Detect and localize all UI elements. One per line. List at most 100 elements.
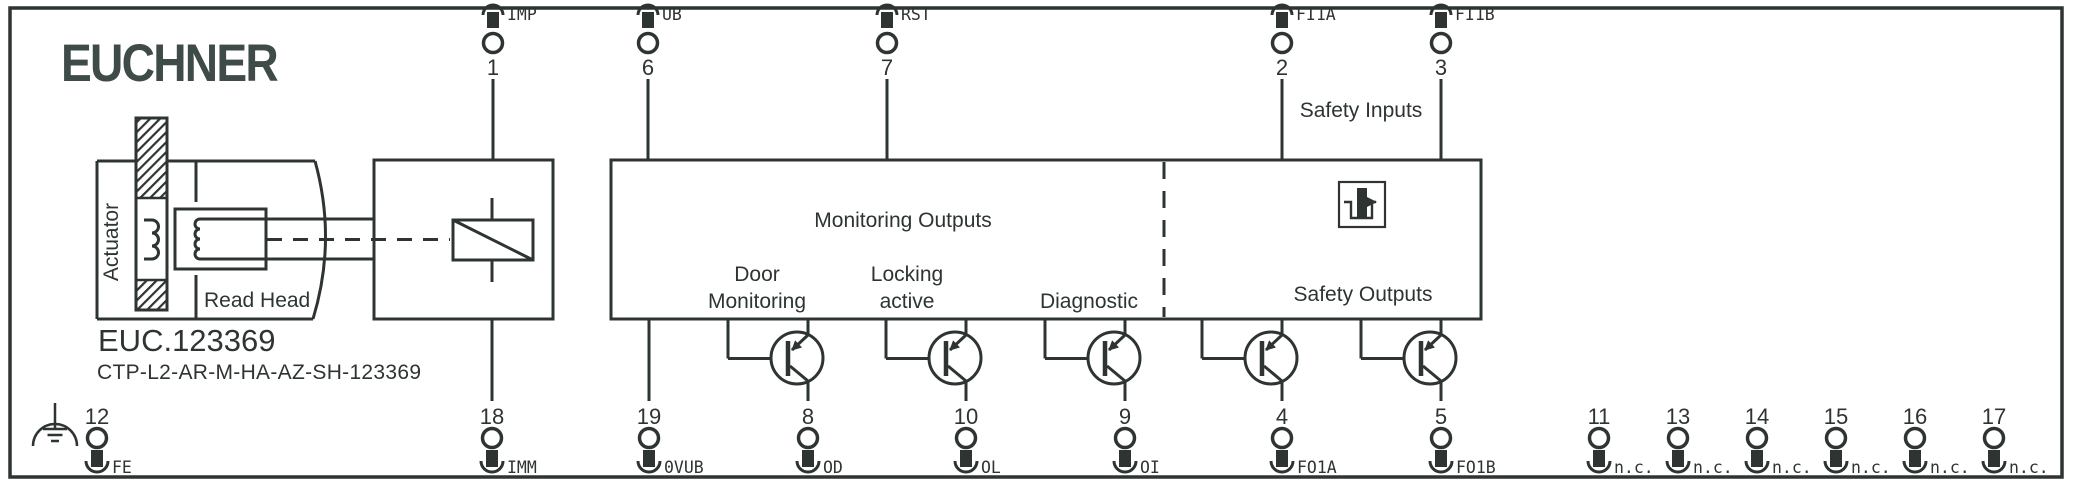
pulse-signal-icon: [1337, 180, 1387, 229]
plug-arc-icon: [1429, 3, 1453, 16]
plug-pin-icon: [802, 450, 814, 467]
locking-active-label-line1: Locking: [871, 263, 943, 286]
terminal-signal-label: OI: [1140, 458, 1160, 477]
plug-pin-icon: [1119, 450, 1131, 467]
terminal-signal-label: FE: [112, 458, 132, 477]
plug-pin-icon: [91, 450, 103, 467]
terminal-bottom-od: 8OD: [726, 319, 843, 477]
plug-arc-icon: [636, 460, 662, 474]
plug-pin-icon: [642, 12, 654, 28]
electronics-box: Monitoring OutputsDoorMonitoringLockinga…: [609, 99, 1483, 321]
terminal-circle: [1587, 426, 1611, 450]
terminal-bottom-nc: 15 n.c.: [1823, 404, 1891, 477]
terminal-circle: [796, 426, 820, 450]
terminal-number: 3: [1435, 55, 1447, 80]
terminal-circle: [1429, 426, 1453, 450]
terminal-signal-label: n.c.: [1614, 458, 1654, 477]
terminal-number: 12: [85, 404, 109, 429]
terminal-number: 6: [642, 55, 654, 80]
monitoring-outputs-label: Monitoring Outputs: [814, 209, 991, 232]
terminal-circle: [1745, 426, 1769, 450]
terminal-circle: [1903, 426, 1927, 450]
terminal-bottom-oi: 9OI: [1043, 319, 1160, 477]
terminal-number: 10: [954, 404, 978, 429]
order-code: EUC.123369: [98, 323, 276, 358]
plug-arc-icon: [875, 3, 899, 16]
plug-arc-icon: [1744, 460, 1770, 474]
read-head-coil-symbol: [193, 217, 207, 261]
plug-pin-icon: [1830, 450, 1842, 467]
plug-pin-icon: [1276, 12, 1288, 28]
logo-text: EUCHNER: [61, 34, 278, 93]
terminal-signal-label: OD: [823, 458, 843, 477]
terminal-number: 1: [487, 55, 499, 80]
terminal-circle: [637, 426, 661, 450]
terminal-number: 19: [637, 404, 661, 429]
terminal-top-ub: 6 UB: [636, 3, 682, 160]
terminal-circle: [1429, 31, 1453, 55]
plug-arc-icon: [1428, 460, 1454, 474]
terminal-circle: [1824, 426, 1848, 450]
actuator-tongue: [134, 116, 169, 312]
plug-arc-icon: [481, 3, 505, 16]
terminal-signal-label: n.c.: [1851, 458, 1891, 477]
terminal-circle: [1270, 31, 1294, 55]
safety-outputs-label: Safety Outputs: [1294, 283, 1433, 306]
terminal-signal-label: IMM: [507, 458, 537, 477]
terminal-number: 8: [802, 404, 814, 429]
terminal-signal-label: n.c.: [1930, 458, 1970, 477]
terminal-bottom-nc: 16 n.c.: [1902, 404, 1970, 477]
diagram-border: [8, 6, 2064, 479]
plug-pin-icon: [1751, 450, 1763, 467]
door-monitoring-label-line2: Monitoring: [708, 290, 806, 313]
terminal-number: 16: [1903, 404, 1927, 429]
plug-arc-icon: [1270, 3, 1294, 16]
lock-solenoid-box: [372, 158, 555, 321]
transistor-output-symbol: [884, 319, 983, 401]
plug-pin-icon: [960, 450, 972, 467]
terminal-signal-label: FI1B: [1455, 5, 1495, 24]
terminal-circle: [480, 426, 504, 450]
plug-arc-icon: [636, 3, 660, 16]
plug-arc-icon: [1665, 460, 1691, 474]
plug-pin-icon: [487, 12, 499, 28]
plug-arc-icon: [953, 460, 979, 474]
terminal-circle: [1666, 426, 1690, 450]
locking-active-label-line2: active: [880, 290, 935, 313]
terminal-number: 15: [1824, 404, 1848, 429]
terminal-number: 14: [1745, 404, 1769, 429]
terminal-circle: [875, 31, 899, 55]
terminal-number: 9: [1119, 404, 1131, 429]
plug-arc-icon: [1586, 460, 1612, 474]
terminal-circle: [636, 31, 660, 55]
terminal-number: 4: [1276, 404, 1288, 429]
terminal-number: 17: [1982, 404, 2006, 429]
terminal-signal-label: UB: [662, 5, 682, 24]
plug-pin-icon: [1909, 450, 1921, 467]
plug-arc-icon: [1269, 460, 1295, 474]
terminal-circle: [85, 426, 109, 450]
terminal-circle: [1982, 426, 2006, 450]
transistor-output-symbol: [1043, 319, 1142, 401]
terminal-signal-label: n.c.: [1772, 458, 1812, 477]
terminal-number: 5: [1435, 404, 1447, 429]
plug-pin-icon: [1593, 450, 1605, 467]
terminal-signal-label: 0VUB: [664, 458, 704, 477]
terminal-circle: [1113, 426, 1137, 450]
euchner-logo: EUCHNER: [61, 34, 280, 93]
terminal-bottom-0vub: 19 0VUB: [636, 319, 704, 477]
terminal-bottom-nc: 11n.c.: [1586, 404, 1654, 477]
terminal-circle: [481, 31, 505, 55]
terminal-top-fi1b: 3 FI1B: [1429, 3, 1495, 160]
plug-arc-icon: [479, 460, 505, 474]
terminal-signal-label: FI1A: [1296, 5, 1336, 24]
terminal-signal-label: OL: [981, 458, 1001, 477]
plug-pin-icon: [881, 12, 893, 28]
